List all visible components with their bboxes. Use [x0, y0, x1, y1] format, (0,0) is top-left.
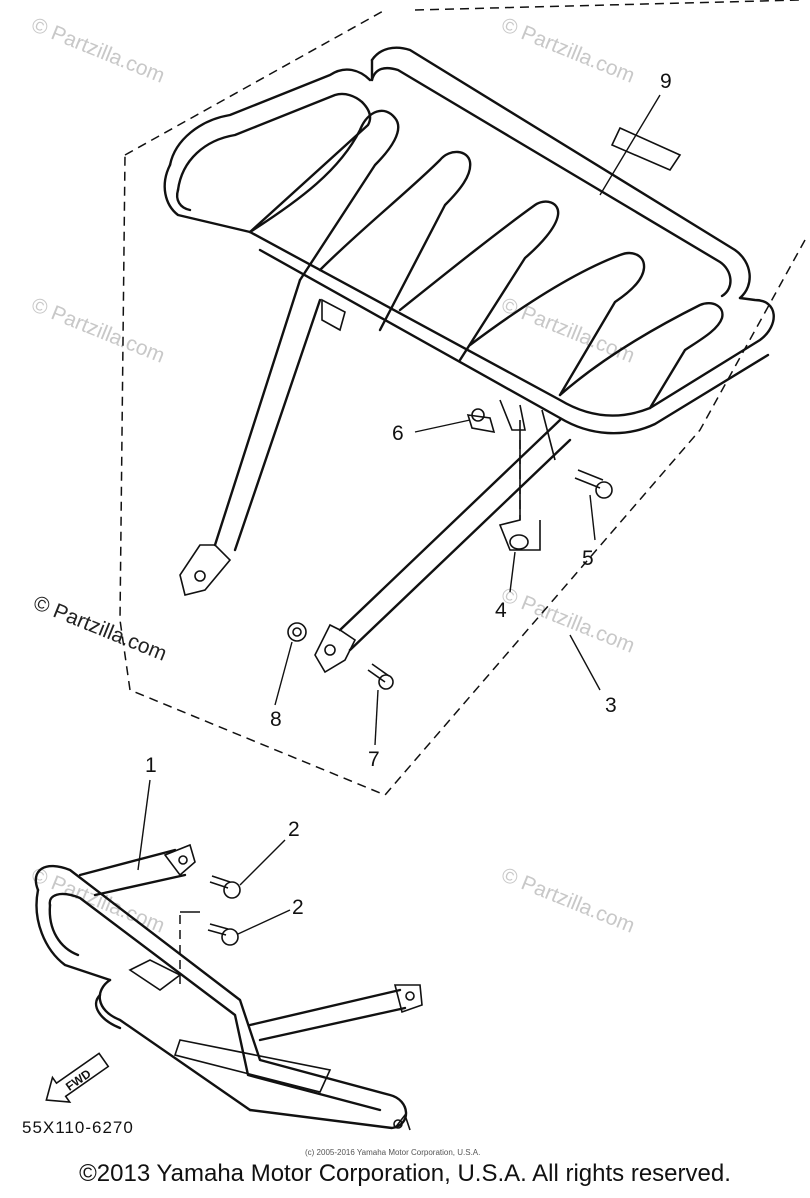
fwd-label: FWD: [63, 1066, 94, 1093]
watermark: © Partzilla.com: [28, 293, 168, 367]
watermark: © Partzilla.com: [498, 863, 638, 937]
callout-4: 4: [495, 599, 507, 622]
decal: [610, 126, 682, 171]
callout-1: 1: [145, 754, 157, 777]
fwd-arrow: FWD: [45, 1052, 110, 1103]
watermark: © Partzilla.com: [498, 293, 638, 367]
callout-2: 2: [288, 818, 300, 841]
leader-lines: [137, 94, 661, 935]
diagram-reference-code: 55X110-6270: [22, 1118, 134, 1137]
rear-carrier: [163, 46, 775, 674]
watermark: © Partzilla.com: [498, 583, 638, 657]
assembly-boundary: [119, 0, 806, 796]
callout-5: 5: [582, 547, 594, 570]
watermarks: © Partzilla.com © Partzilla.com © Partzi…: [28, 13, 638, 937]
copyright-notice: ©2013 Yamaha Motor Corporation, U.S.A. A…: [79, 1160, 731, 1187]
callouts: 9 6 5 4 3 8 7 1 2 2: [145, 70, 672, 919]
callout-2: 2: [292, 896, 304, 919]
carrier-hardware: [287, 408, 613, 690]
callout-9: 9: [660, 70, 672, 93]
callout-7: 7: [368, 748, 380, 771]
callout-3: 3: [605, 694, 617, 717]
front-guard: [34, 843, 423, 1131]
callout-6: 6: [392, 422, 404, 445]
small-copyright: (c) 2005-2016 Yamaha Motor Corporation, …: [305, 1148, 481, 1157]
watermark-dark: © Partzilla.com: [30, 591, 170, 665]
callout-8: 8: [270, 708, 282, 731]
watermark: © Partzilla.com: [498, 13, 638, 87]
watermark: © Partzilla.com: [28, 13, 168, 87]
